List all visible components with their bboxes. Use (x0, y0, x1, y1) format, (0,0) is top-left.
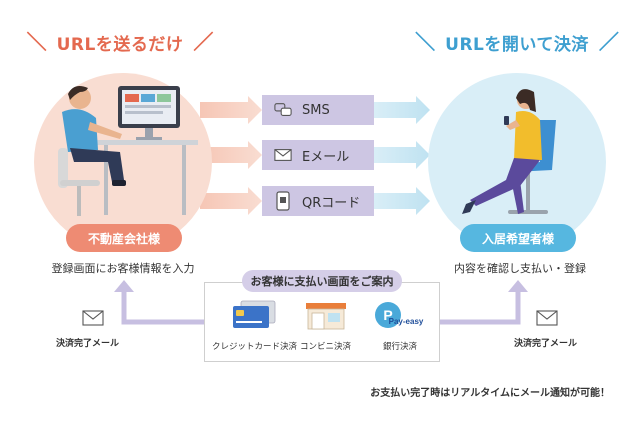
arrows-left (200, 96, 262, 215)
channel-sms: SMS (262, 95, 374, 125)
credit-cards-icon (231, 300, 279, 334)
slash-decoration: ＼ (26, 30, 47, 54)
payment-bank: P Pay-easy 銀行決済 (374, 300, 426, 352)
svg-text:Pay-easy: Pay-easy (389, 317, 424, 326)
envelope-icon (536, 310, 558, 330)
slash-decoration: ／ (193, 30, 214, 54)
channel-qr: QRコード (262, 186, 374, 216)
headline-open-url: ＼ URLを開いて決済 ／ (415, 30, 619, 55)
right-completion-mail-label: 決済完了メール (514, 339, 578, 349)
left-completion-mail-label: 決済完了メール (56, 339, 120, 349)
real-estate-company-label: 不動産会社様 (66, 224, 182, 252)
envelope-icon (274, 146, 292, 164)
applicant-label: 入居希望者様 (460, 224, 576, 252)
chat-bubbles-icon (274, 101, 292, 119)
slash-decoration: ＼ (415, 30, 436, 54)
headline-send-url: ＼ URLを送るだけ ／ (26, 30, 214, 55)
payment-convenience-store: コンビニ決済 (300, 300, 351, 352)
arrows-right (374, 96, 430, 215)
payment-box-title: お客様に支払い画面をご案内 (242, 270, 402, 292)
slash-decoration: ／ (598, 30, 619, 54)
customer-caption: 内容を確認し支払い・登録 (454, 262, 586, 275)
return-flow (121, 290, 521, 325)
envelope-icon (82, 310, 104, 330)
qr-phone-icon (274, 191, 292, 211)
channel-email: Eメール (262, 140, 374, 170)
pay-easy-logo: P Pay-easy (374, 300, 426, 334)
payment-credit-card: クレジットカード決済 (212, 300, 297, 352)
realtime-notification-note: お支払い完了時はリアルタイムにメール通知が可能！ (370, 388, 610, 399)
svg-text:P: P (383, 307, 392, 323)
agent-caption: 登録画面にお客様情報を入力 (51, 262, 195, 275)
convenience-store-icon (304, 300, 348, 334)
